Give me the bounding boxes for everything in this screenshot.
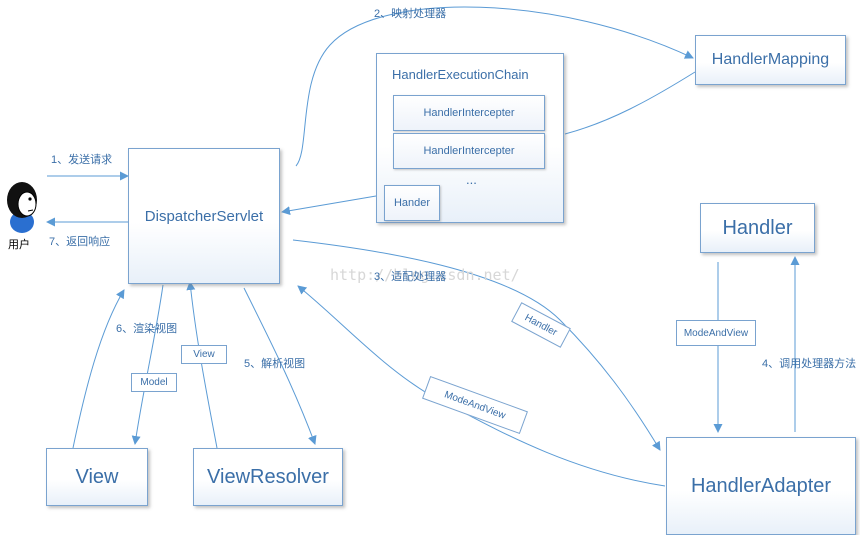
label-step7: 7、返回响应	[49, 236, 111, 248]
user-label: 用户	[8, 239, 30, 251]
handler-adapter-node[interactable]: HandlerAdapter	[666, 437, 856, 535]
view-resolver-label: ViewResolver	[207, 465, 329, 488]
label-step2: 2、映射处理器	[374, 8, 447, 20]
chain-ellipsis: ...	[466, 172, 477, 187]
dispatcher-servlet-node[interactable]: DispatcherServlet	[128, 148, 280, 284]
handler-interceptor-1[interactable]: HandlerIntercepter	[393, 95, 545, 131]
handler-mapping-node[interactable]: HandlerMapping	[695, 35, 846, 85]
handler-execution-chain-label: HandlerExecutionChain	[392, 67, 529, 82]
arrow-adapt-handler	[292, 239, 661, 451]
handler-adapter-label: HandlerAdapter	[690, 474, 832, 497]
handler-label: Handler	[722, 216, 793, 239]
dispatcher-servlet-label: DispatcherServlet	[144, 207, 264, 225]
line-mapping-chain	[564, 71, 696, 135]
view-node[interactable]: View	[46, 448, 148, 506]
view-tag: View	[181, 345, 227, 364]
label-step1: 1、发送请求	[51, 154, 113, 166]
interceptor-1-label: HandlerIntercepter	[423, 107, 515, 119]
arrow-chain-dispatcher	[281, 195, 377, 216]
arrow-render-view	[131, 284, 164, 445]
arrow-view-dispatcher	[72, 289, 125, 449]
arrow-map-handler	[295, 6, 694, 167]
arrow-resolver-dispatcher	[186, 281, 218, 449]
label-step5: 5、解析视图	[244, 358, 306, 370]
label-step3: 3、适配处理器	[374, 271, 447, 283]
handler-node[interactable]: Handler	[700, 203, 815, 253]
model-tag: Model	[131, 373, 177, 392]
label-step6: 6、渲染视图	[116, 323, 178, 335]
handler-mapping-label: HandlerMapping	[711, 51, 830, 68]
interceptor-2-label: HandlerIntercepter	[423, 145, 515, 157]
hander-node[interactable]: Hander	[384, 185, 440, 221]
modelandview-small-tag: ModeAndView	[676, 320, 756, 346]
handler-interceptor-2[interactable]: HandlerIntercepter	[393, 133, 545, 169]
hander-label: Hander	[393, 197, 431, 209]
view-label: View	[75, 465, 119, 488]
watermark: http://blog.csdn.net/	[330, 266, 520, 284]
arrow-modelandview-back	[297, 285, 666, 487]
label-step4: 4、调用处理器方法	[762, 358, 857, 370]
arrow-resolve-view	[243, 287, 317, 445]
view-resolver-node[interactable]: ViewResolver	[193, 448, 343, 506]
user-icon	[7, 182, 37, 233]
